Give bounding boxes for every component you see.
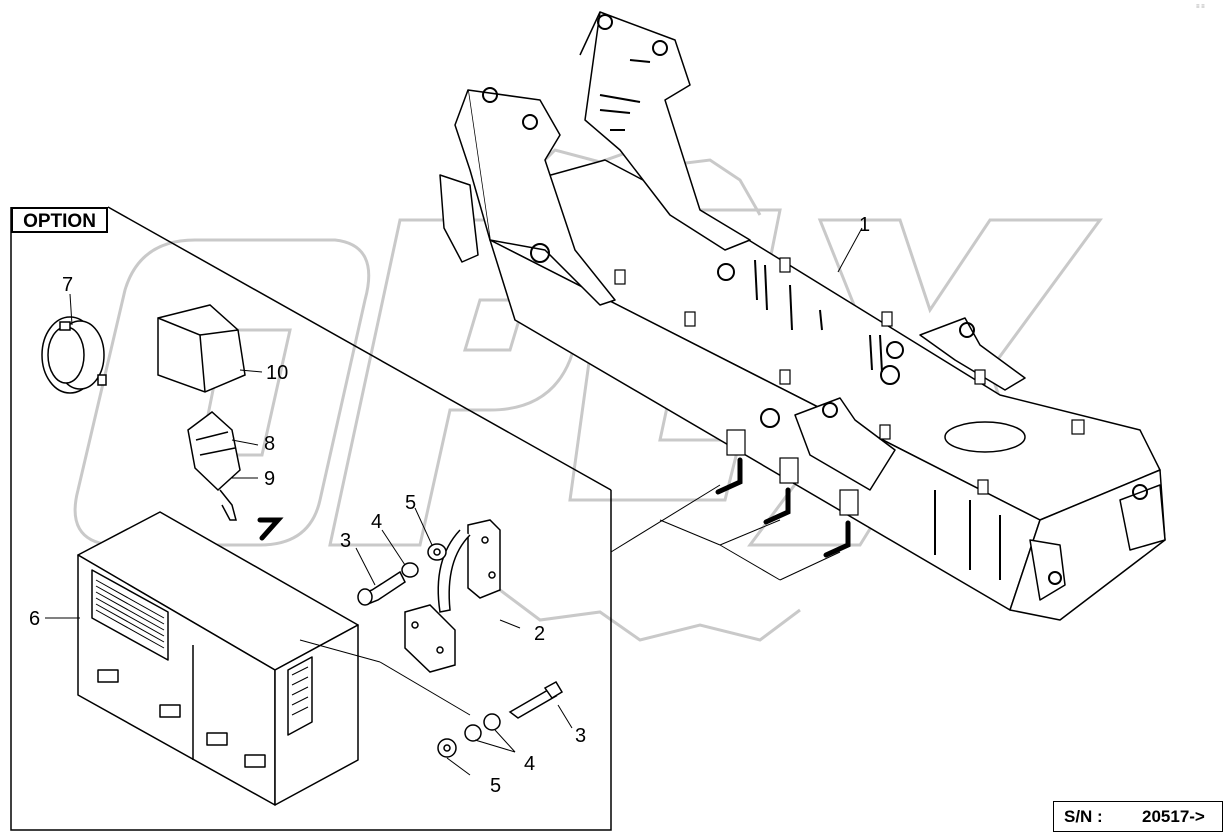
- part-10-cover: [157, 304, 246, 393]
- callout-7: 7: [62, 274, 74, 296]
- serial-number-box: S/N : 20517->: [1053, 801, 1223, 832]
- callout-10: 10: [266, 362, 289, 384]
- option-panel: [10, 206, 612, 831]
- callout-1: 1: [859, 214, 871, 236]
- part-8-9-socket: [187, 411, 241, 521]
- callout-4-upper: 4: [371, 511, 383, 533]
- frame-tabs: [614, 257, 1085, 516]
- chassis-frame: [439, 11, 1166, 621]
- assembly-arrows: [257, 457, 851, 558]
- part-7-ring: [41, 316, 107, 394]
- option-label: OPTION: [11, 207, 108, 233]
- part-2-bracket: [404, 519, 501, 673]
- callout-leaders: [45, 227, 863, 776]
- part-6-grille: [95, 579, 309, 716]
- part-6-box: [77, 511, 359, 806]
- callout-4-lower: 4: [524, 753, 536, 775]
- callout-9: 9: [264, 468, 276, 490]
- connector-lines: [592, 479, 841, 581]
- serial-value: 20517->: [1142, 807, 1205, 826]
- callout-5-upper: 5: [405, 492, 417, 514]
- hardware-lower: [437, 680, 564, 758]
- corner-mark: ≡ ≡: [1196, 4, 1205, 10]
- callout-8: 8: [264, 433, 276, 455]
- hardware-upper: [357, 543, 447, 606]
- serial-prefix: S/N :: [1064, 807, 1103, 826]
- chassis-details: [482, 14, 1148, 585]
- callout-5-lower: 5: [490, 775, 502, 797]
- callout-2: 2: [534, 623, 546, 645]
- callout-3-lower: 3: [575, 725, 587, 747]
- callout-3-upper: 3: [340, 530, 352, 552]
- callout-6: 6: [29, 608, 41, 630]
